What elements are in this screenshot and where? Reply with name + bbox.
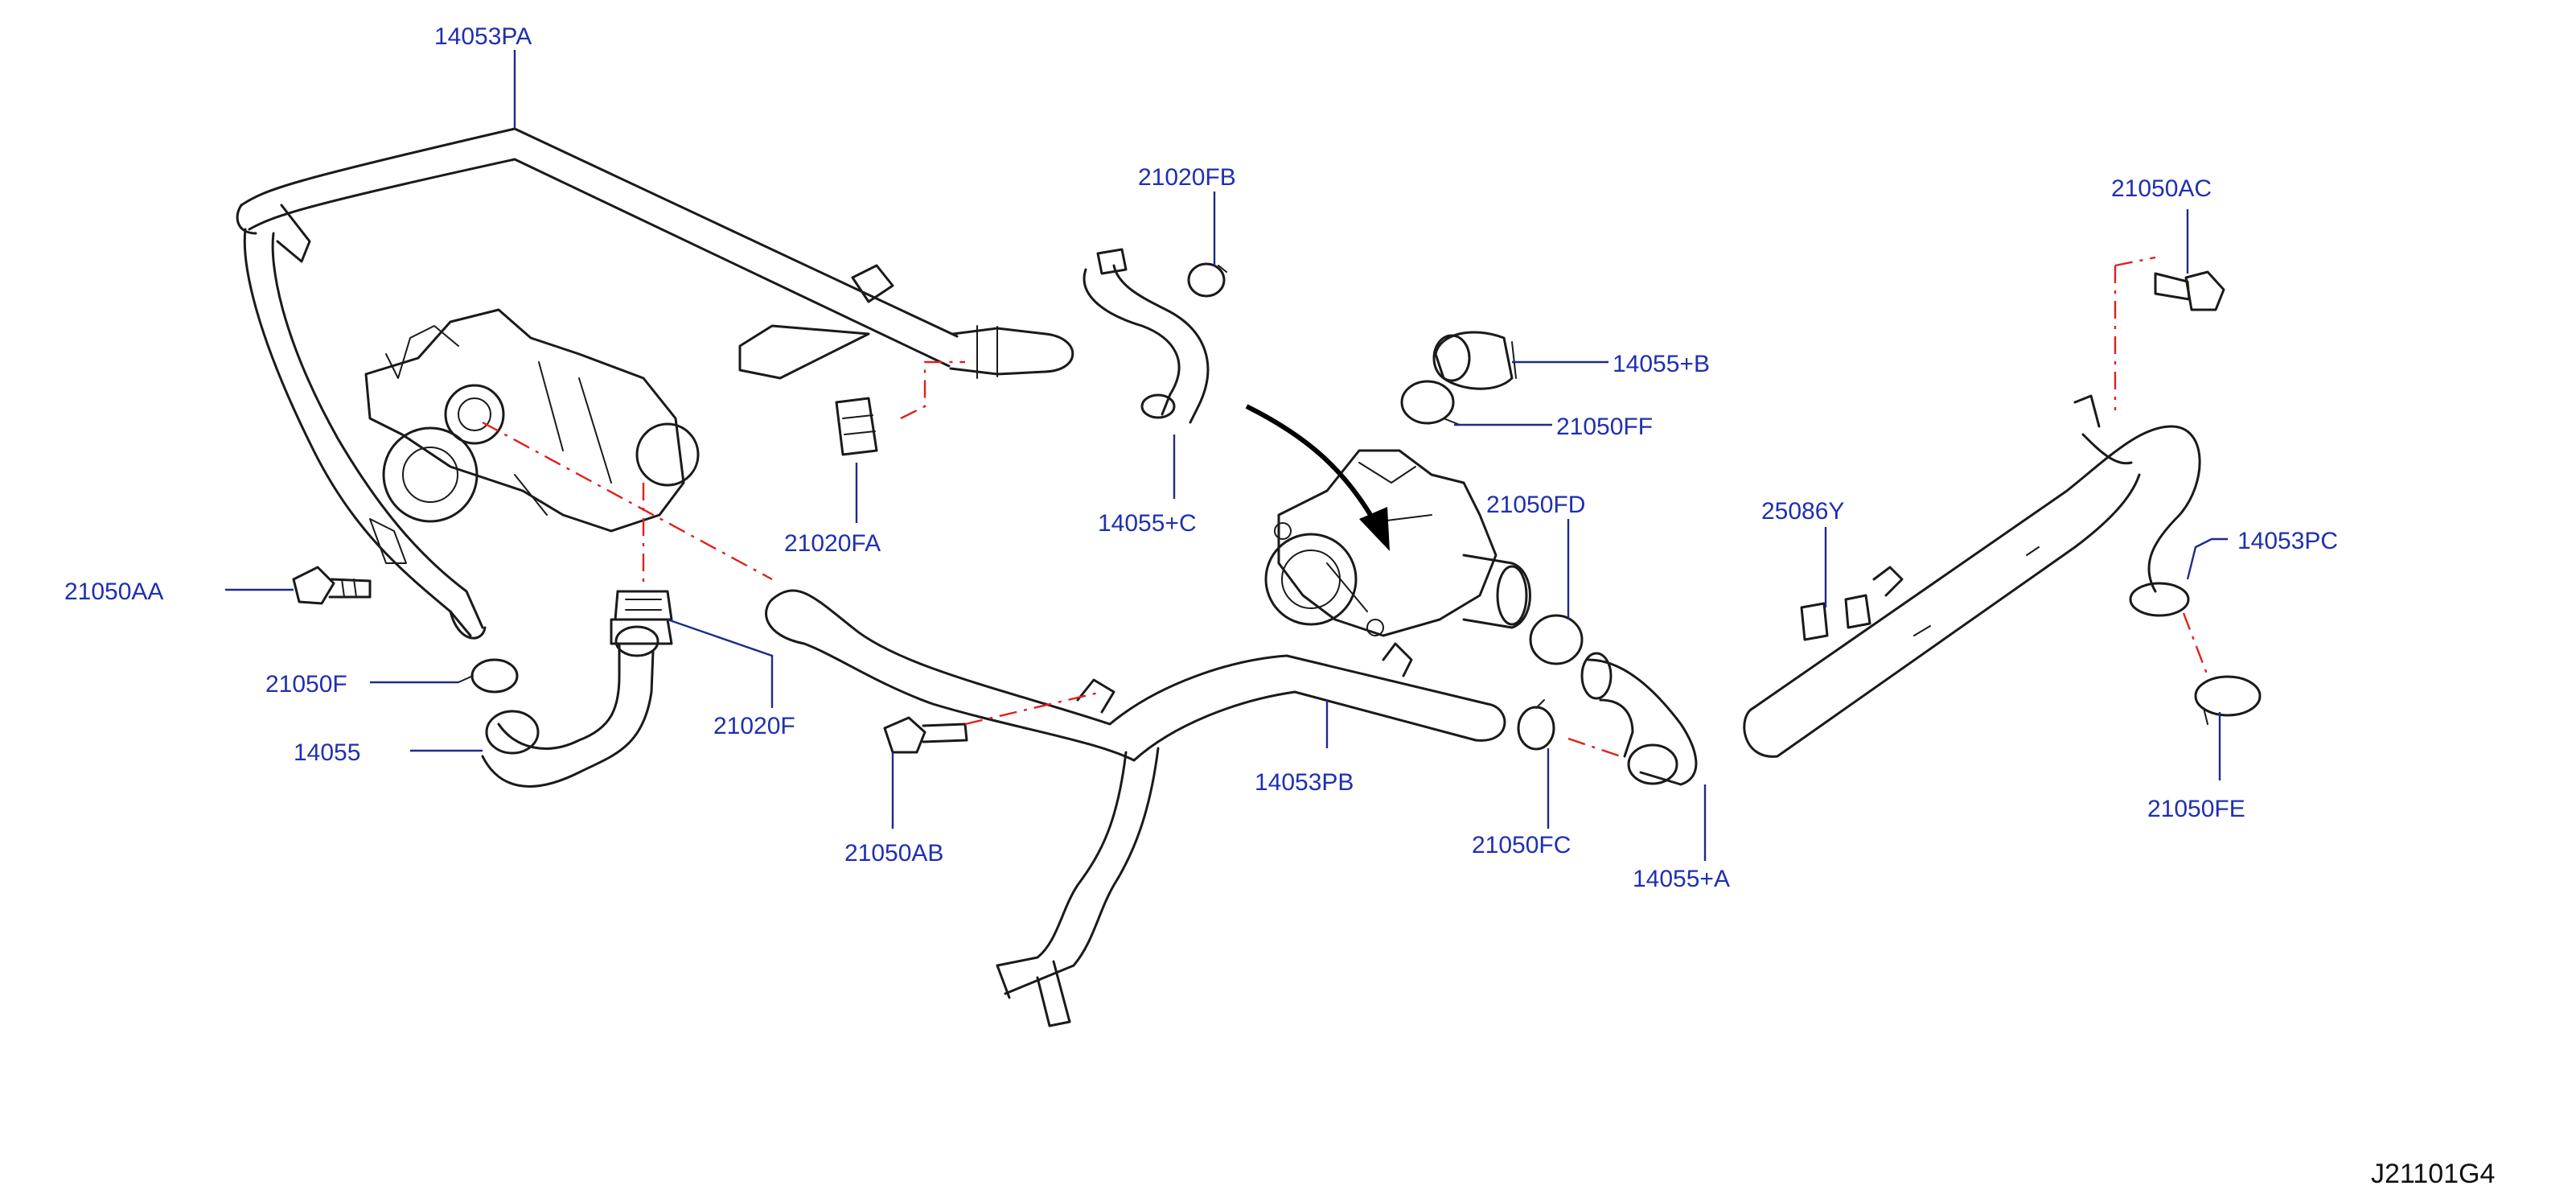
label-21050AA[interactable]: 21050AA [64,578,163,605]
leader-lines [225,50,2228,861]
part-labels: 14053PA 21020FB 21050AC 14055+B 21050FF … [64,23,2495,1189]
pipe-14053PC[interactable] [1743,394,2201,758]
thermostat-housing[interactable] [1264,449,1531,637]
clamp-21020FB[interactable] [1187,262,1227,298]
clamp-21050FC[interactable] [1517,699,1555,751]
bolt-21050AB[interactable] [883,716,968,754]
label-14055C[interactable]: 14055+C [1098,510,1197,537]
clip-21020F[interactable] [614,590,673,621]
label-21020FB[interactable]: 21020FB [1138,164,1236,191]
label-14053PB[interactable]: 14053PB [1255,769,1354,796]
label-21050FF[interactable]: 21050FF [1556,414,1653,440]
label-21050FE[interactable]: 21050FE [2147,796,2245,822]
label-21020FA[interactable]: 21020FA [784,530,881,557]
connector-25086Y[interactable] [1800,594,1871,641]
label-21050FC[interactable]: 21050FC [1472,832,1571,858]
label-21050F[interactable]: 21050F [265,671,347,698]
label-21050AB[interactable]: 21050AB [844,840,943,867]
bolt-21050AA[interactable] [292,566,372,605]
pipe-14053PA[interactable] [236,127,1074,640]
hose-14055A[interactable] [1580,652,1698,786]
label-14055B[interactable]: 14055+B [1613,351,1710,377]
clip-21020FA[interactable] [835,397,878,456]
label-21020F[interactable]: 21020F [713,713,795,739]
clamp-21050FF[interactable] [1400,380,1461,426]
assembly-dash-lines [482,256,2209,758]
hose-14055[interactable] [481,618,673,788]
label-21050AC[interactable]: 21050AC [2111,175,2212,202]
label-25086Y[interactable]: 25086Y [1761,498,1844,525]
clamp-21050F[interactable] [458,658,519,694]
label-14055A[interactable]: 14055+A [1633,866,1730,892]
clamp-21050FD[interactable] [1529,614,1584,665]
pipe-14053PB[interactable] [765,589,1506,1027]
hose-14055C[interactable] [1083,248,1210,424]
diagram-code: J21101G4 [2371,1159,2495,1189]
label-14053PA[interactable]: 14053PA [434,23,532,50]
label-14053PC[interactable]: 14053PC [2237,528,2338,554]
hose-14055B[interactable] [1432,331,1517,390]
water-outlet-left[interactable] [364,308,700,533]
label-21050FD[interactable]: 21050FD [1486,492,1585,518]
flow-arrow [1245,404,1390,551]
bolt-21050AC[interactable] [2154,270,2225,311]
clamp-21050FE[interactable] [2194,675,2262,725]
label-14055[interactable]: 14055 [294,739,360,766]
